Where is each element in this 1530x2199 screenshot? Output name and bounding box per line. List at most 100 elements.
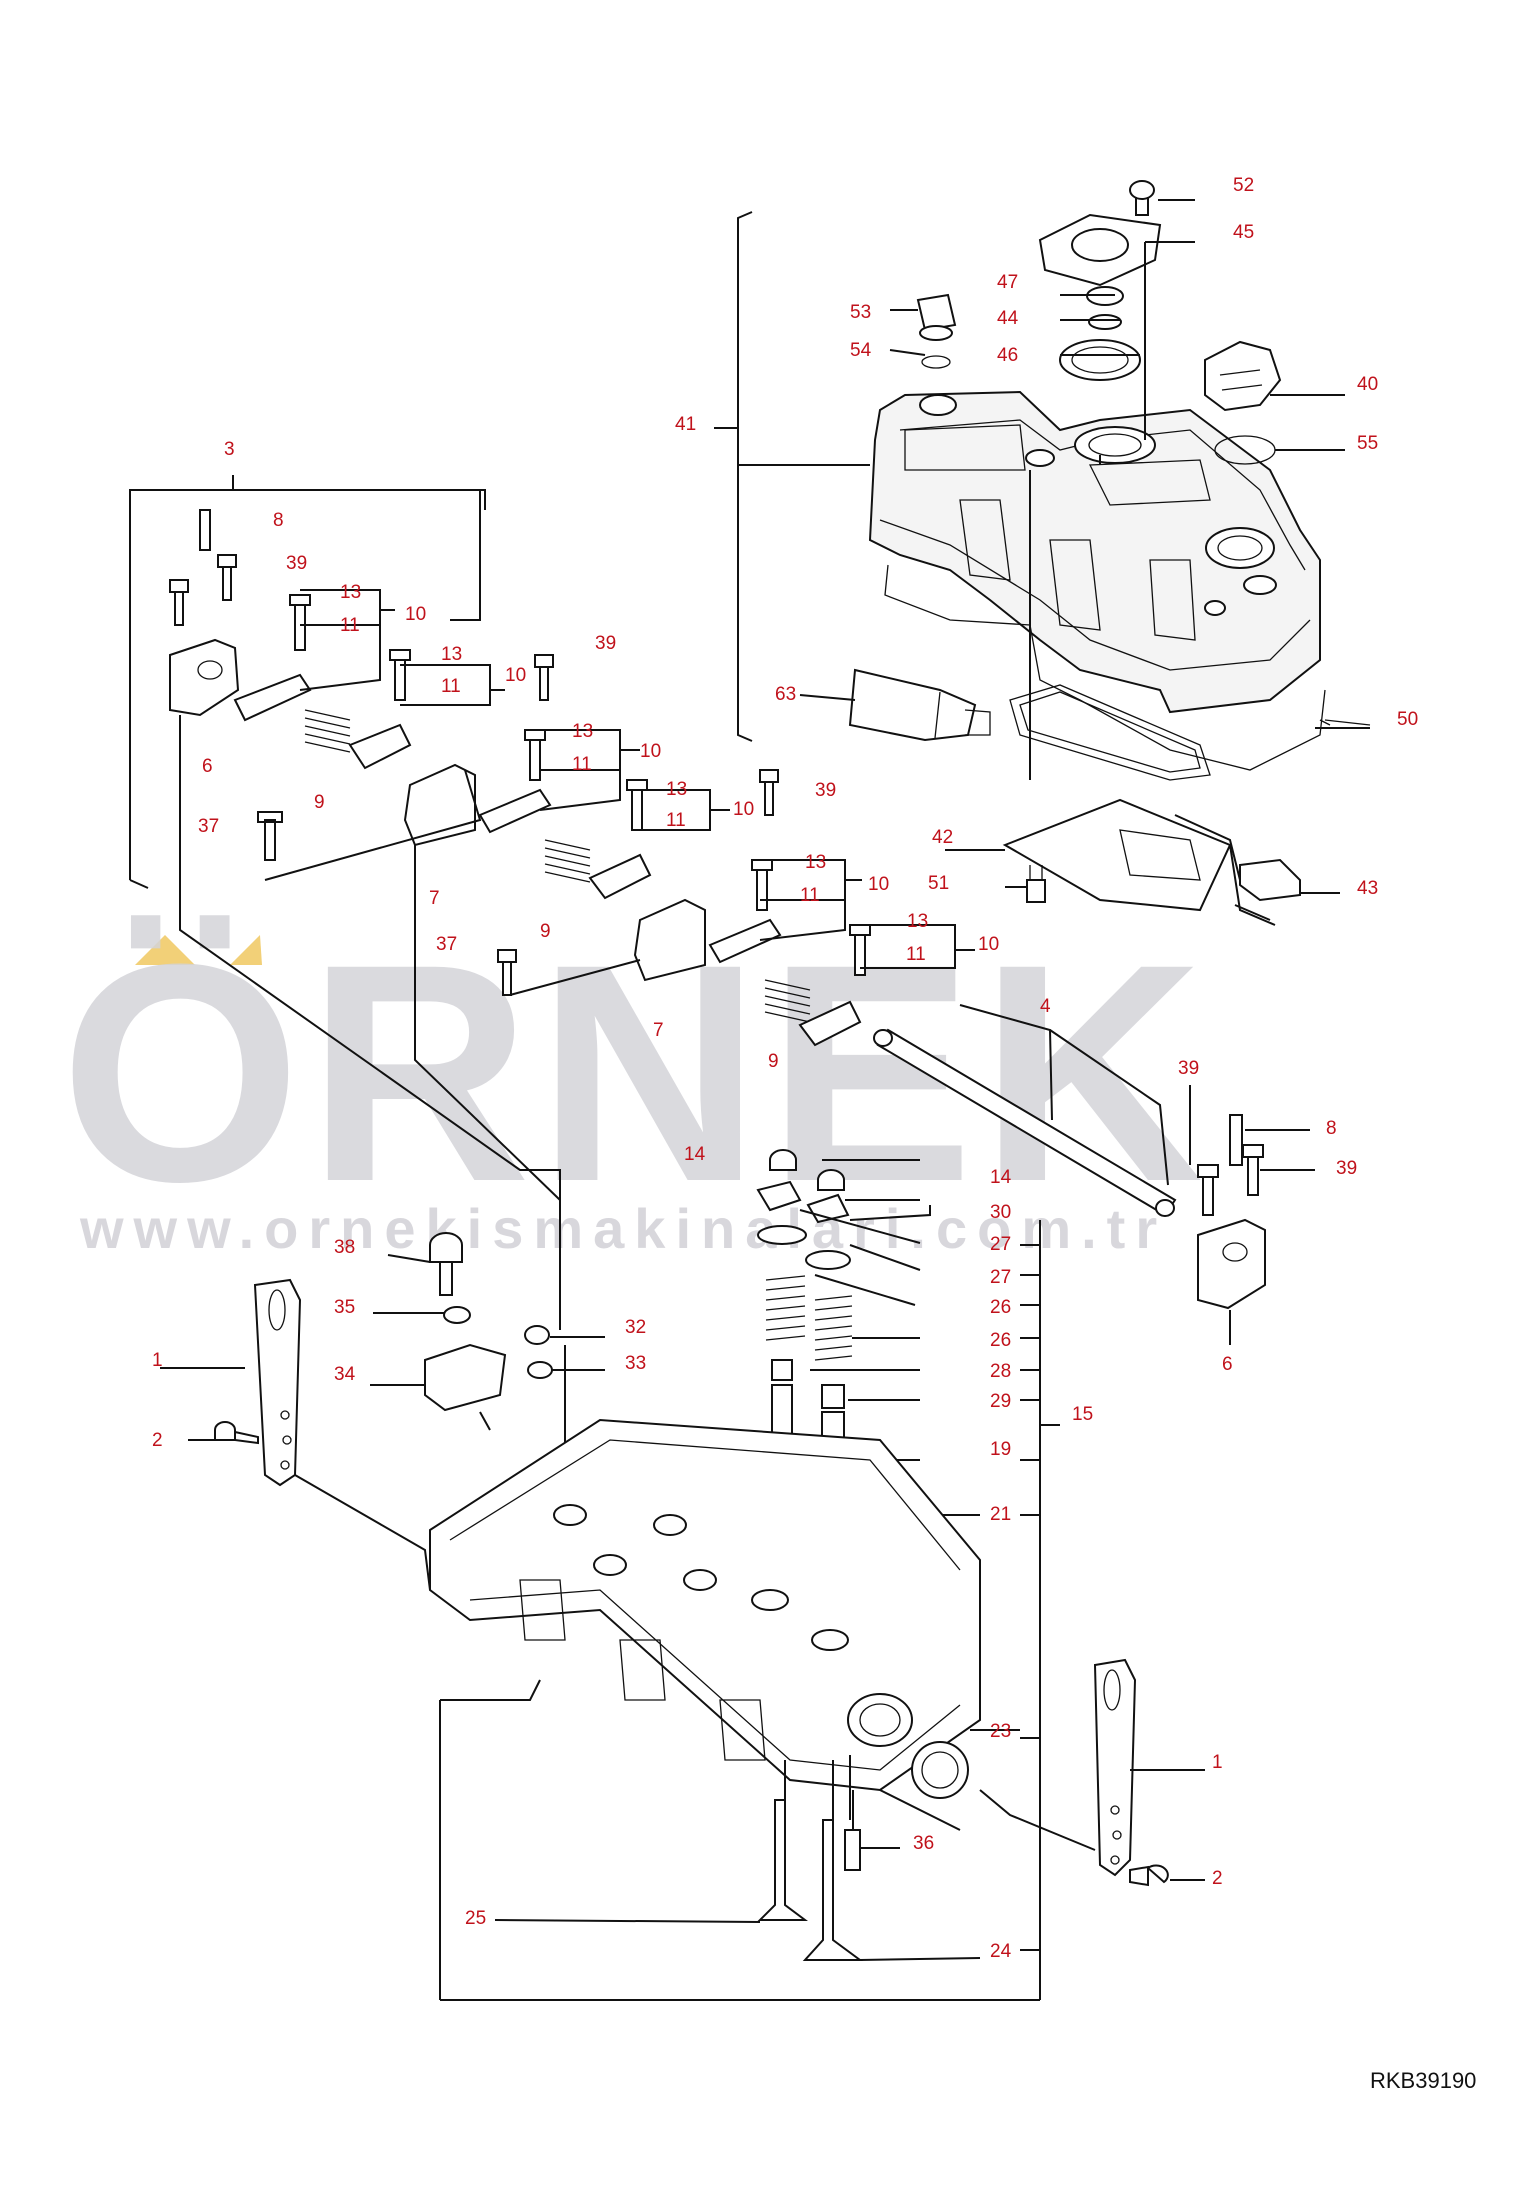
retainer-27a	[757, 1225, 807, 1245]
callout-34: 34	[334, 1364, 356, 1385]
callout-26a: 26	[990, 1297, 1011, 1318]
washer-35	[443, 1306, 471, 1324]
callout-47: 47	[997, 272, 1018, 293]
callout-1b: 1	[1212, 1752, 1223, 1773]
callout-11e: 11	[800, 885, 820, 906]
callout-14b: 14	[990, 1167, 1012, 1188]
bolt-2a	[214, 1421, 259, 1445]
callout-63: 63	[775, 684, 796, 705]
callout-29: 29	[990, 1391, 1011, 1412]
baffle-42	[1002, 798, 1232, 912]
watermark-url: www.ornekismakinalari.com.tr	[79, 1197, 1167, 1260]
callout-25: 25	[465, 1908, 486, 1929]
callout-27b: 27	[990, 1267, 1011, 1288]
callout-43: 43	[1357, 878, 1378, 899]
callout-27a: 27	[990, 1234, 1011, 1255]
callout-21: 21	[990, 1504, 1011, 1525]
callout-54: 54	[850, 340, 872, 361]
callout-55: 55	[1357, 433, 1378, 454]
watermark-brand: ÖRNEK	[60, 899, 1210, 1246]
spring-9b	[544, 839, 591, 883]
callout-7b: 7	[653, 1020, 664, 1041]
callout-13e: 13	[805, 852, 826, 873]
diaphragm-46	[1059, 339, 1141, 381]
callout-13d: 13	[666, 779, 687, 800]
callout-9c: 9	[768, 1051, 779, 1072]
callout-13f: 13	[907, 911, 928, 932]
callout-13b: 13	[441, 644, 462, 665]
seal-28	[771, 1359, 793, 1381]
seal-29	[821, 1384, 845, 1409]
callout-13a: 13	[340, 582, 361, 603]
callout-23: 23	[990, 1721, 1011, 1742]
spring-26b	[814, 1295, 853, 1361]
bracket-15	[439, 1220, 1060, 2001]
callout-37b: 37	[436, 934, 457, 955]
stud-8a	[199, 509, 211, 551]
callout-14a: 14	[684, 1144, 706, 1165]
callout-10e: 10	[868, 874, 889, 895]
callout-37a: 37	[198, 816, 219, 837]
callout-46: 46	[997, 345, 1018, 366]
bracket-3	[129, 475, 486, 889]
spring-9c	[764, 979, 811, 1023]
gasket-50	[884, 564, 1326, 771]
dowel-36	[844, 1829, 861, 1871]
callout-11f: 11	[906, 944, 926, 965]
rocker-arm-a2	[348, 723, 412, 770]
bolt-2b	[1129, 1864, 1169, 1887]
cap-14a	[769, 1149, 797, 1171]
callout-36: 36	[913, 1833, 934, 1854]
oil-cap-40	[1204, 340, 1282, 412]
callout-11b: 11	[441, 676, 461, 697]
callout-39b: 39	[595, 633, 616, 654]
callout-39d: 39	[1178, 1058, 1199, 1079]
valve-25	[757, 1799, 808, 1921]
callout-3: 3	[224, 439, 235, 460]
callout-39a: 39	[286, 553, 307, 574]
keeper-30	[756, 1180, 802, 1212]
callout-28: 28	[990, 1361, 1011, 1382]
line-art	[129, 180, 1371, 2001]
cap-14b	[817, 1169, 845, 1191]
callout-39c: 39	[815, 780, 836, 801]
drawing-code: RKB39190	[1370, 2068, 1476, 2093]
washer-33	[527, 1361, 553, 1379]
plug-53	[916, 293, 957, 332]
callout-40: 40	[1357, 374, 1378, 395]
callout-2a: 2	[152, 1430, 163, 1451]
callout-24: 24	[990, 1941, 1012, 1962]
callout-8b: 8	[1326, 1118, 1337, 1139]
callout-9b: 9	[540, 921, 551, 942]
callout-13c: 13	[572, 721, 593, 742]
cap-52-screw	[1129, 180, 1156, 216]
callout-9a: 9	[314, 792, 325, 813]
callout-6b: 6	[1222, 1354, 1233, 1375]
callout-52: 52	[1233, 175, 1254, 196]
callout-50: 50	[1397, 709, 1418, 730]
callout-15: 15	[1072, 1404, 1093, 1425]
watermark: ÖRNEK www.ornekismakinalari.com.tr	[60, 899, 1210, 1260]
stud-8b	[1229, 1114, 1243, 1166]
callout-11c: 11	[572, 754, 592, 775]
spring-26a	[765, 1275, 806, 1341]
callout-44: 44	[997, 308, 1019, 329]
callouts: 52 45 47 44 46 53 54 40 55 41 63 50 42 4…	[152, 175, 1418, 1962]
bolt-38	[429, 1232, 463, 1296]
filter-63	[848, 668, 977, 742]
callout-6a: 6	[202, 756, 213, 777]
lifting-eye-1a	[253, 1278, 302, 1487]
callout-41: 41	[675, 414, 696, 435]
rocker-arm-a1	[233, 673, 312, 722]
callout-35: 35	[334, 1297, 355, 1318]
bracket-34	[424, 1343, 507, 1412]
watermark-accent-left	[135, 935, 195, 965]
callout-10b: 10	[505, 665, 526, 686]
callout-2b: 2	[1212, 1868, 1223, 1889]
port-23	[847, 1693, 913, 1747]
callout-11a: 11	[340, 615, 360, 636]
callout-10d: 10	[733, 799, 754, 820]
callout-10c: 10	[640, 741, 661, 762]
callout-39e: 39	[1336, 1158, 1357, 1179]
